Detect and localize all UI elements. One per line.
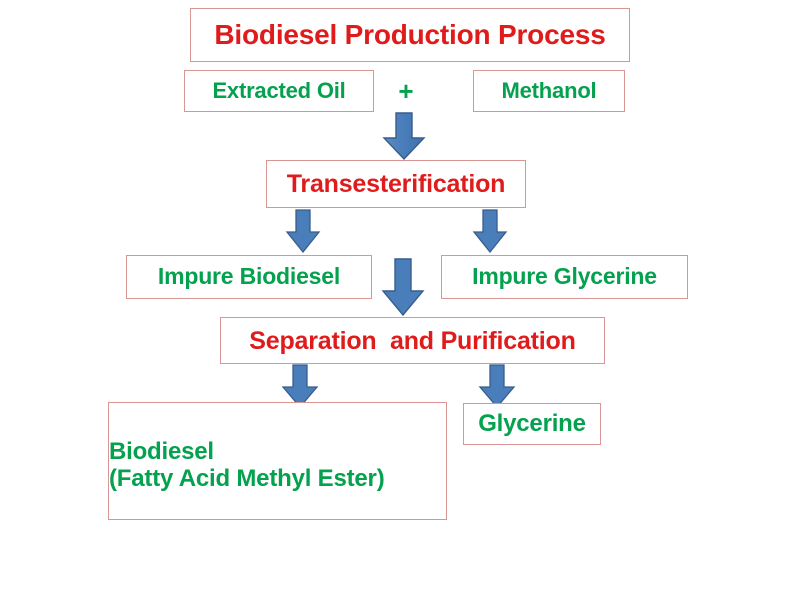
arrow-separation-to-biodiesel xyxy=(281,364,319,408)
node-impure-glycerine-label: Impure Glycerine xyxy=(472,263,657,290)
node-impure-glycerine: Impure Glycerine xyxy=(441,255,688,299)
arrow-impure-to-separation xyxy=(381,258,425,316)
node-title-biodiesel-production-process: Biodiesel Production Process xyxy=(190,8,630,62)
arrow-transesterification-to-impure-biodiesel xyxy=(285,209,321,253)
arrow-separation-to-glycerine xyxy=(478,364,516,408)
node-impure-biodiesel-label: Impure Biodiesel xyxy=(157,263,341,290)
node-biodiesel-product-line2: (Fatty Acid Methyl Ester) xyxy=(109,465,385,492)
node-transesterification-label: Transesterification xyxy=(286,170,506,198)
arrow-reactants-to-transesterification xyxy=(382,112,426,160)
node-methanol: Methanol xyxy=(473,70,625,112)
node-extracted-oil: Extracted Oil xyxy=(184,70,374,112)
node-methanol-label: Methanol xyxy=(501,77,597,103)
plus-sign-label: + xyxy=(398,75,414,106)
plus-sign: + xyxy=(392,70,420,112)
node-biodiesel-product-line1: Biodiesel xyxy=(109,438,214,466)
node-biodiesel-product: Biodiesel (Fatty Acid Methyl Ester) xyxy=(108,402,447,520)
node-transesterification: Transesterification xyxy=(266,160,526,208)
node-separation-and-purification-label: Separation and Purification xyxy=(249,326,576,355)
arrow-transesterification-to-impure-glycerine xyxy=(472,209,508,253)
node-impure-biodiesel: Impure Biodiesel xyxy=(126,255,372,299)
node-separation-and-purification: Separation and Purification xyxy=(220,317,605,364)
node-title-label: Biodiesel Production Process xyxy=(214,19,606,51)
node-glycerine-product-label: Glycerine xyxy=(478,409,586,437)
node-extracted-oil-label: Extracted Oil xyxy=(212,77,346,103)
node-glycerine-product: Glycerine xyxy=(463,403,601,445)
